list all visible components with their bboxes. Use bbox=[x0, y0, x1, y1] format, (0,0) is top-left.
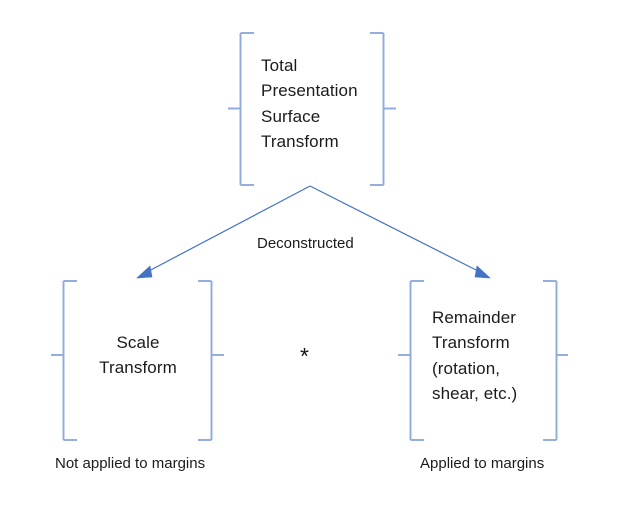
right-bracket-icon bbox=[370, 32, 396, 186]
bracket-pair-total bbox=[228, 32, 396, 186]
caption-applied-to-margins: Applied to margins bbox=[420, 455, 545, 472]
right-bracket-icon bbox=[198, 280, 224, 441]
bracket-pair-scale bbox=[51, 280, 224, 441]
edge-label-deconstructed: Deconstructed bbox=[257, 235, 354, 252]
node-label-total: Total Presentation Surface Transform bbox=[261, 56, 358, 152]
left-bracket-icon bbox=[398, 280, 424, 441]
right-bracket-icon bbox=[543, 280, 568, 441]
arrow-to-remainder-transform bbox=[309, 185, 491, 279]
node-label-remainder-transform: Remainder Transform (rotation, shear, et… bbox=[432, 308, 518, 404]
operator-multiply: * bbox=[300, 343, 309, 369]
arrow-to-scale-transform bbox=[136, 185, 311, 279]
left-bracket-icon bbox=[228, 32, 254, 186]
node-label-scale-transform: Scale Transform bbox=[99, 333, 177, 378]
left-bracket-icon bbox=[51, 280, 77, 441]
node-scale-transform: Scale Transform bbox=[50, 273, 225, 448]
bracket-pair-remainder bbox=[398, 280, 568, 441]
node-remainder-transform: Remainder Transform (rotation, shear, et… bbox=[397, 273, 569, 448]
node-total-presentation-surface-transform: Total Presentation Surface Transform bbox=[228, 25, 398, 195]
caption-not-applied-to-margins: Not applied to margins bbox=[55, 455, 206, 472]
